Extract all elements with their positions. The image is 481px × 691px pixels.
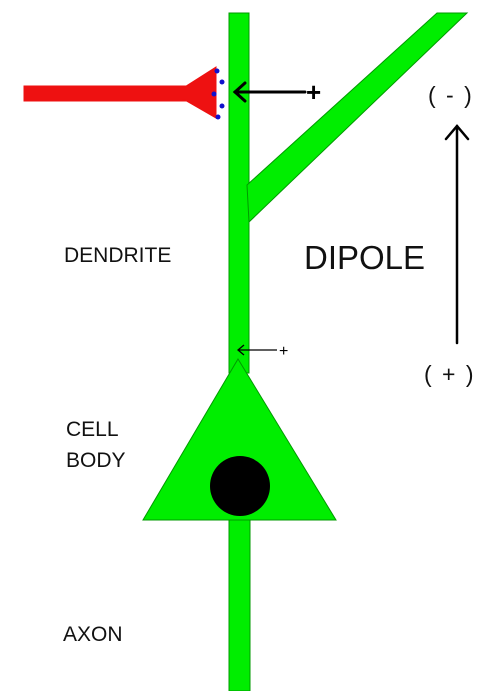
oblique-dendrite-branch [246,12,469,224]
current-arrow-body [236,344,277,356]
current-arrow-top [232,81,307,103]
cell-body [142,358,337,521]
axon-label: AXON [63,623,123,646]
apical-dendrite [228,12,250,374]
negative-pole-label: ( - ) [428,82,474,108]
presynaptic-axon [23,85,191,102]
nucleus [210,456,270,516]
vesicle [214,68,220,74]
vesicles [211,68,225,120]
positive-pole-label: ( + ) [424,361,476,387]
dipole-arrow [444,124,470,345]
cell-body-label: CELL BODY [66,418,126,472]
presynaptic-terminal [182,66,217,119]
synaptic-input [23,66,217,119]
neuron [142,12,469,691]
vesicle [215,114,221,120]
vesicle [219,79,225,85]
dipole-label: DIPOLE [304,239,426,276]
vesicle [211,91,217,97]
current-plus-top: + [306,77,321,107]
current-plus-body: + [279,343,288,360]
dendrite-label: DENDRITE [64,244,172,267]
vesicle [219,103,225,109]
axon [228,499,251,691]
